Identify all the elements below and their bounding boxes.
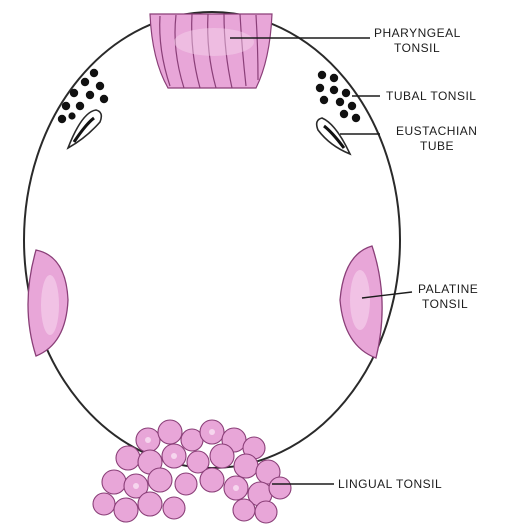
lingual-tonsil-label: LINGUAL TONSIL: [338, 477, 442, 492]
pharyngeal-tonsil: [150, 14, 272, 88]
palatine-tonsil-label: PALATINE TONSIL: [418, 282, 478, 312]
tubal-tonsil-label: TUBAL TONSIL: [386, 89, 476, 104]
palatine-tonsil-left: [28, 250, 68, 356]
pharyngeal-tonsil-label: PHARYNGEAL TONSIL: [374, 26, 461, 56]
palatine-tonsil-right: [340, 246, 382, 358]
eustachian-tube-right: [317, 118, 350, 154]
eustachian-tube-label: EUSTACHIAN TUBE: [396, 124, 477, 154]
lingual-tonsil: [93, 420, 291, 523]
leader-lines: [230, 38, 412, 484]
